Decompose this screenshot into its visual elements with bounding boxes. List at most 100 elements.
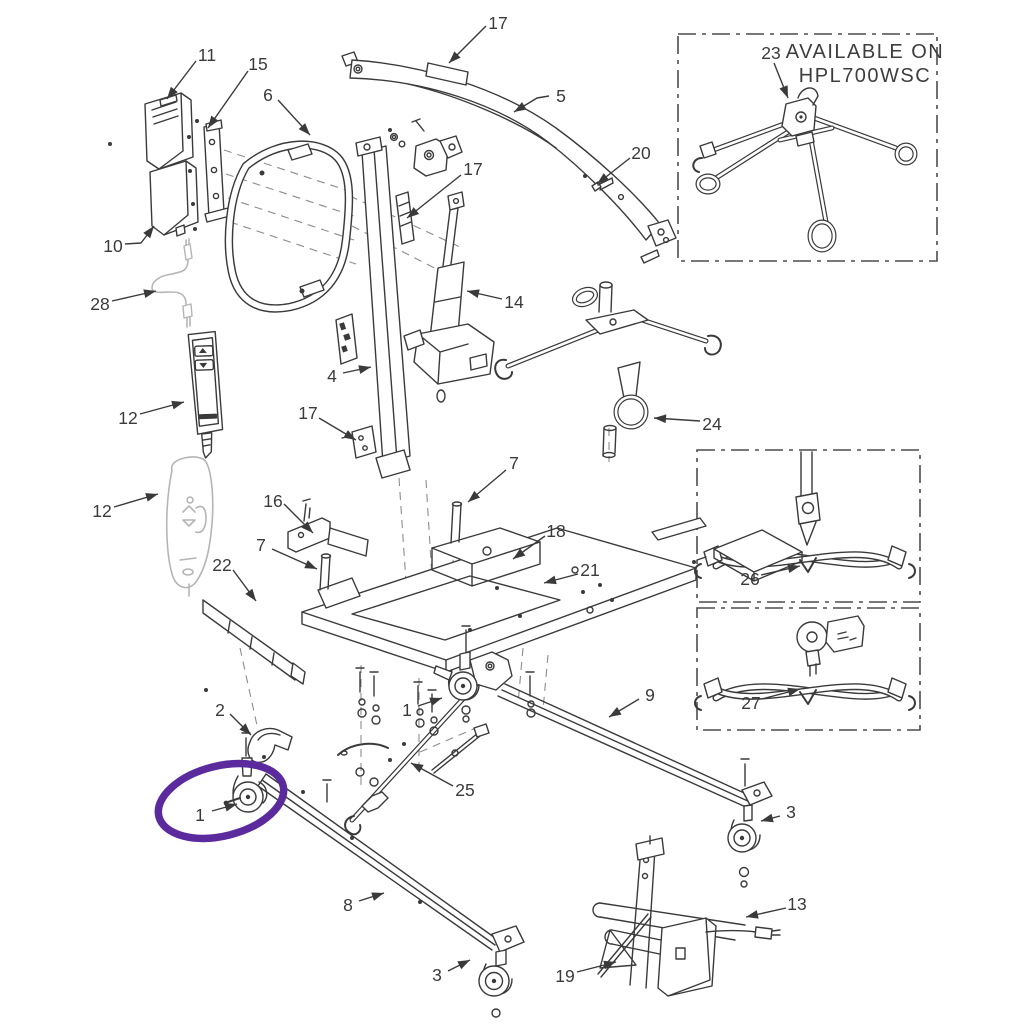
part-number-label: 11 <box>198 45 216 65</box>
callout-20: 20 <box>596 143 651 185</box>
callout-8: 8 <box>343 892 385 915</box>
part-number-label: 28 <box>90 294 109 314</box>
part-number-label: 12 <box>92 501 111 521</box>
handset-alt <box>165 456 214 597</box>
screw-20 <box>583 174 625 201</box>
part-number-label: 17 <box>488 13 507 33</box>
bracket-17-low <box>351 425 377 459</box>
callout-17: 17 <box>406 159 483 219</box>
part-number-label: 12 <box>118 408 137 428</box>
inset-box-sling-26 <box>694 449 921 603</box>
part-number-label: 3 <box>432 965 442 985</box>
callout-3: 3 <box>432 959 471 985</box>
callout-24: 24 <box>653 414 722 434</box>
part-number-label: 23 <box>761 43 780 63</box>
callout-12: 12 <box>92 493 159 521</box>
callout-18: 18 <box>512 521 566 560</box>
part-number-label: 4 <box>327 366 337 386</box>
part-number-label: 10 <box>103 236 123 256</box>
bracket-16 <box>287 507 369 557</box>
caster-1-right <box>433 625 480 723</box>
callout-12: 12 <box>118 400 185 428</box>
actuator <box>403 191 495 403</box>
push-handle <box>108 140 354 313</box>
part-number-label: 16 <box>263 491 282 511</box>
swivel-bar-assembly <box>494 281 722 459</box>
inset-note-line1: AVAILABLE ON <box>786 41 944 63</box>
callout-10: 10 <box>103 225 155 256</box>
part-number-label: 18 <box>546 521 565 541</box>
callout-22: 22 <box>212 555 257 602</box>
base-assembly <box>301 498 707 673</box>
inset-box-sling-27 <box>694 607 921 731</box>
part-number-label: 17 <box>463 159 482 179</box>
callout-11: 11 <box>166 45 216 100</box>
construction-lines <box>223 149 610 788</box>
part-number-label: 7 <box>509 453 519 473</box>
callout-5: 5 <box>513 86 566 113</box>
part-number-label: 20 <box>631 143 651 163</box>
part-number-label: 3 <box>786 802 796 822</box>
cable-13 <box>705 926 781 940</box>
callout-19: 19 <box>555 960 617 986</box>
callout-7: 7 <box>256 535 318 570</box>
inset-note-line2: HPL700WSC <box>799 65 931 87</box>
callout-3: 3 <box>760 802 796 823</box>
decal-17-mid <box>395 191 415 245</box>
battery-pack <box>144 92 199 237</box>
caster-3-right <box>727 758 761 888</box>
channel-22 <box>202 599 306 692</box>
callout-1: 1 <box>195 802 238 825</box>
part-number-label: 6 <box>263 85 273 105</box>
part-number-label: 7 <box>256 535 266 555</box>
callout-7: 7 <box>467 453 519 503</box>
callout-15: 15 <box>207 54 268 129</box>
callout-6: 6 <box>263 85 311 136</box>
part-number-label: 25 <box>455 780 474 800</box>
callout-17: 17 <box>448 13 508 64</box>
callout-2: 2 <box>215 700 252 736</box>
callout-26: 26 <box>740 564 801 589</box>
part-number-label: 21 <box>580 560 599 580</box>
callout-28: 28 <box>90 289 157 314</box>
part-number-label: 22 <box>212 555 231 575</box>
charger-cable <box>151 238 193 328</box>
callout-25: 25 <box>410 762 475 800</box>
callout-14: 14 <box>466 289 524 312</box>
callout-4: 4 <box>327 365 372 386</box>
callout-17: 17 <box>298 403 357 441</box>
leg-bracket-2 <box>247 727 293 763</box>
part-number-label: 27 <box>741 693 760 713</box>
plate-21 <box>692 529 803 582</box>
part-number-label: 1 <box>402 700 412 720</box>
decal-17-top <box>425 62 469 86</box>
callout-16: 16 <box>263 491 314 534</box>
powered-spreader-bar <box>692 87 918 253</box>
caster-3-left <box>478 949 513 1018</box>
part-number-label: 2 <box>215 700 225 720</box>
compact-lift <box>592 835 781 997</box>
boom <box>349 59 677 264</box>
part-number-label: 24 <box>702 414 722 434</box>
callout-23: 23 <box>761 43 789 99</box>
callout-21: 21 <box>543 560 600 585</box>
callout-27: 27 <box>741 687 801 713</box>
part-number-label: 13 <box>787 894 806 914</box>
part-number-label: 9 <box>645 685 655 705</box>
highlight-ellipse <box>154 759 288 843</box>
part-number-label: 14 <box>504 292 524 312</box>
handset <box>187 330 224 459</box>
part-number-label: 19 <box>555 966 574 986</box>
callout-1: 1 <box>402 697 443 720</box>
part-number-label: 26 <box>740 569 759 589</box>
callout-9: 9 <box>608 685 655 718</box>
left-leg <box>257 773 525 1018</box>
part-number-label: 5 <box>556 86 566 106</box>
part-number-label: 1 <box>195 805 205 825</box>
part-number-label: 8 <box>343 895 353 915</box>
callout-13: 13 <box>745 894 807 919</box>
mast <box>335 51 463 479</box>
